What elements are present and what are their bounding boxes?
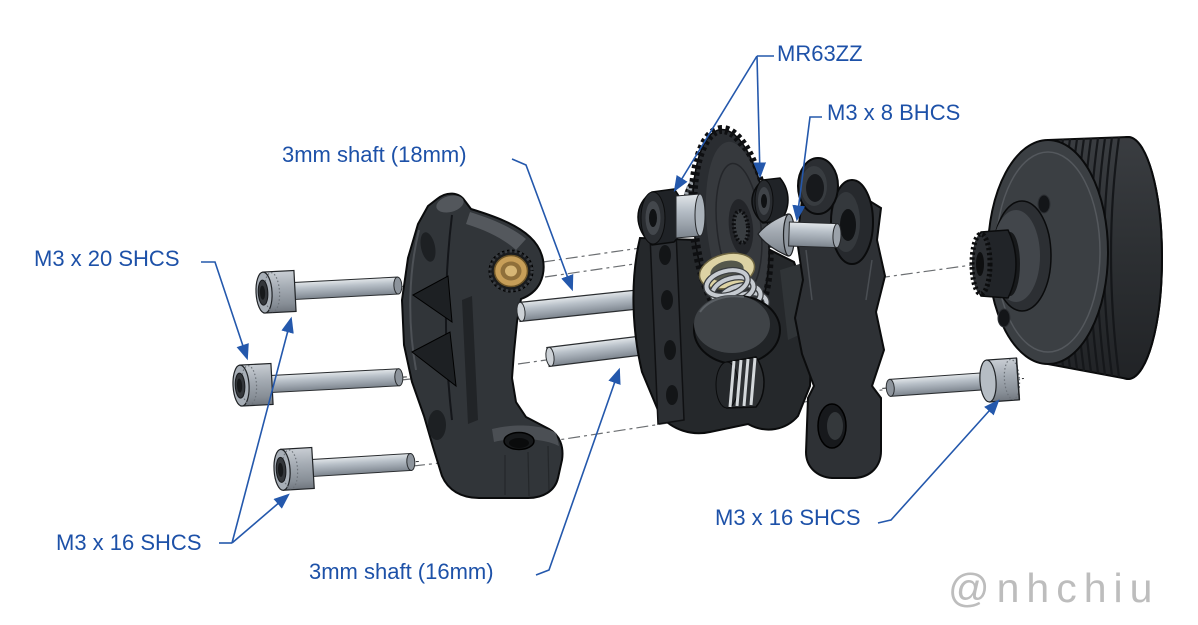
motor	[969, 135, 1163, 381]
callout-m3x8-bhcs: M3 x 8 BHCS	[827, 100, 961, 125]
callout-m3x16-shcs-left: M3 x 16 SHCS	[56, 530, 202, 555]
bearing-mr63zz-left	[637, 188, 706, 246]
leader-m3x8-bhcs	[792, 116, 822, 222]
leader-mr63zz-right	[753, 55, 767, 179]
leader-m3x16-left-bottom	[231, 493, 290, 544]
callout-mr63zz: MR63ZZ	[777, 41, 863, 66]
screw-m3x16-top-left	[255, 269, 406, 314]
leader-shaft-18mm	[511, 158, 574, 292]
motor-mount-hole	[1037, 194, 1051, 214]
screw-m3x20-middle-left	[232, 362, 407, 407]
screw-m3x16-right	[882, 357, 1024, 403]
leader-m3x16-right	[877, 399, 1000, 524]
leader-mr63zz-left	[673, 55, 758, 193]
leader-m3x16-left-top	[231, 316, 294, 544]
callout-m3x16-shcs-right: M3 x 16 SHCS	[715, 505, 861, 530]
right-bracket	[793, 157, 887, 479]
motor-mount-hole	[997, 308, 1011, 328]
screw-m3x16-bottom-left	[273, 446, 420, 491]
bracket-ring-upper	[797, 157, 839, 215]
watermark: @nhchiu	[948, 565, 1160, 611]
callout-shaft-16mm: 3mm shaft (16mm)	[309, 559, 494, 584]
leader-shaft-16mm	[535, 367, 621, 576]
callout-m3x20-shcs: M3 x 20 SHCS	[34, 246, 180, 271]
motor-pinion-gear	[969, 229, 1020, 299]
idler-thumbwheel	[693, 295, 781, 365]
callout-shaft-18mm: 3mm shaft (18mm)	[282, 142, 467, 167]
leader-lines	[201, 55, 1000, 576]
left-bracket	[400, 192, 564, 499]
hobbed-drive-gear	[715, 356, 765, 409]
brass-bushing	[488, 249, 534, 293]
shaft-3mm-18mm	[516, 289, 642, 323]
screw-m3x8-bhcs	[757, 213, 842, 257]
bearing-mr63zz-right	[751, 177, 789, 224]
leader-m3x20	[201, 261, 249, 361]
